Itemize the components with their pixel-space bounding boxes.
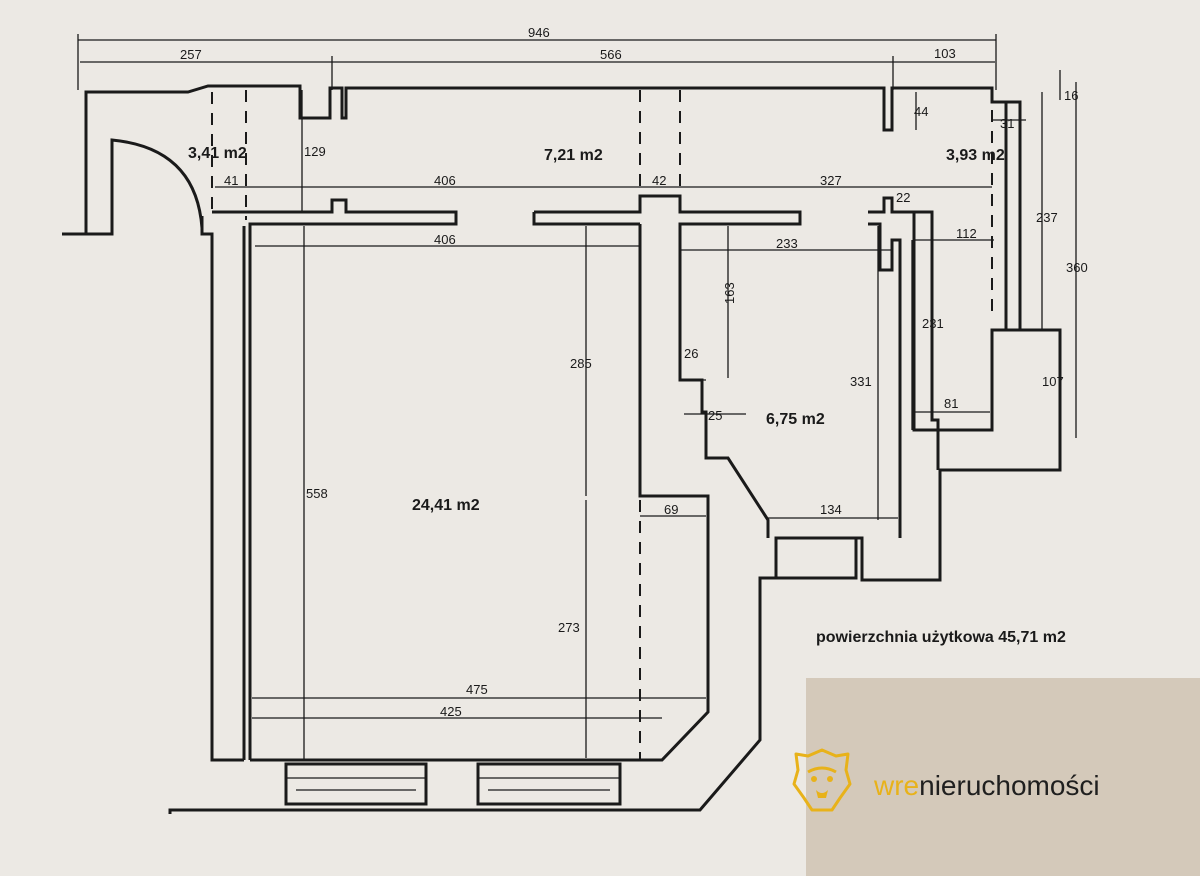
dim-label: 69 xyxy=(664,502,678,517)
dim-label: 163 xyxy=(722,282,737,304)
dim-label: 134 xyxy=(820,502,842,517)
dim-label: 331 xyxy=(850,374,872,389)
dim-label: 81 xyxy=(944,396,958,411)
dim-label: 285 xyxy=(570,356,592,371)
dim-label: 31 xyxy=(1000,116,1014,131)
dim-label: 42 xyxy=(652,173,666,188)
room-area-wc: 3,93 m2 xyxy=(946,147,1005,164)
dim-label: 327 xyxy=(820,173,842,188)
brand-panel xyxy=(806,678,1200,876)
dim-label: 406 xyxy=(434,173,456,188)
dim-label: 107 xyxy=(1042,374,1064,389)
room-area-labels: 3,41 m2 7,21 m2 3,93 m2 24,41 m2 6,75 m2 xyxy=(188,145,1005,514)
dim-label: 22 xyxy=(896,190,910,205)
dim-label: 558 xyxy=(306,486,328,501)
dim-label: 44 xyxy=(914,104,928,119)
brand-suffix: nieruchomości xyxy=(919,770,1100,801)
window-sills xyxy=(284,536,858,806)
dim-label: 273 xyxy=(558,620,580,635)
room-area-hall: 3,41 m2 xyxy=(188,145,247,162)
dim-label: 257 xyxy=(180,47,202,62)
vertical-dimension-lines xyxy=(252,70,1077,760)
dim-label: 360 xyxy=(1066,260,1088,275)
lion-head-icon xyxy=(792,748,852,812)
dashed-openings xyxy=(211,90,993,760)
brand-wordmark: wrenieruchomości xyxy=(874,768,1100,804)
brand-prefix: wre xyxy=(874,770,920,801)
dim-label: 406 xyxy=(434,232,456,247)
dim-label: 129 xyxy=(304,144,326,159)
dim-label: 233 xyxy=(776,236,798,251)
dim-label: 946 xyxy=(528,25,550,40)
top-dimension-lines xyxy=(77,34,997,251)
dim-label: 112 xyxy=(956,226,977,241)
dim-label: 26 xyxy=(684,346,698,361)
dim-label: 566 xyxy=(600,47,622,62)
dim-label: 41 xyxy=(224,173,238,188)
usable-area-summary: powierzchnia użytkowa 45,71 m2 xyxy=(816,629,1066,646)
dim-label: 237 xyxy=(1036,210,1058,225)
room-area-main: 24,41 m2 xyxy=(412,497,480,514)
dim-label: 425 xyxy=(440,704,462,719)
dim-label: 475 xyxy=(466,682,488,697)
dim-label: 25 xyxy=(708,408,722,423)
dim-label: 16 xyxy=(1064,88,1078,103)
room-area-kitchen: 6,75 m2 xyxy=(766,411,825,428)
room-area-corridor: 7,21 m2 xyxy=(544,147,603,164)
walls xyxy=(62,84,1062,814)
dim-label: 103 xyxy=(934,46,956,61)
dimension-labels: 946 257 566 103 44 16 31 129 41 406 42 3… xyxy=(180,25,1088,719)
dim-label: 231 xyxy=(922,316,944,331)
